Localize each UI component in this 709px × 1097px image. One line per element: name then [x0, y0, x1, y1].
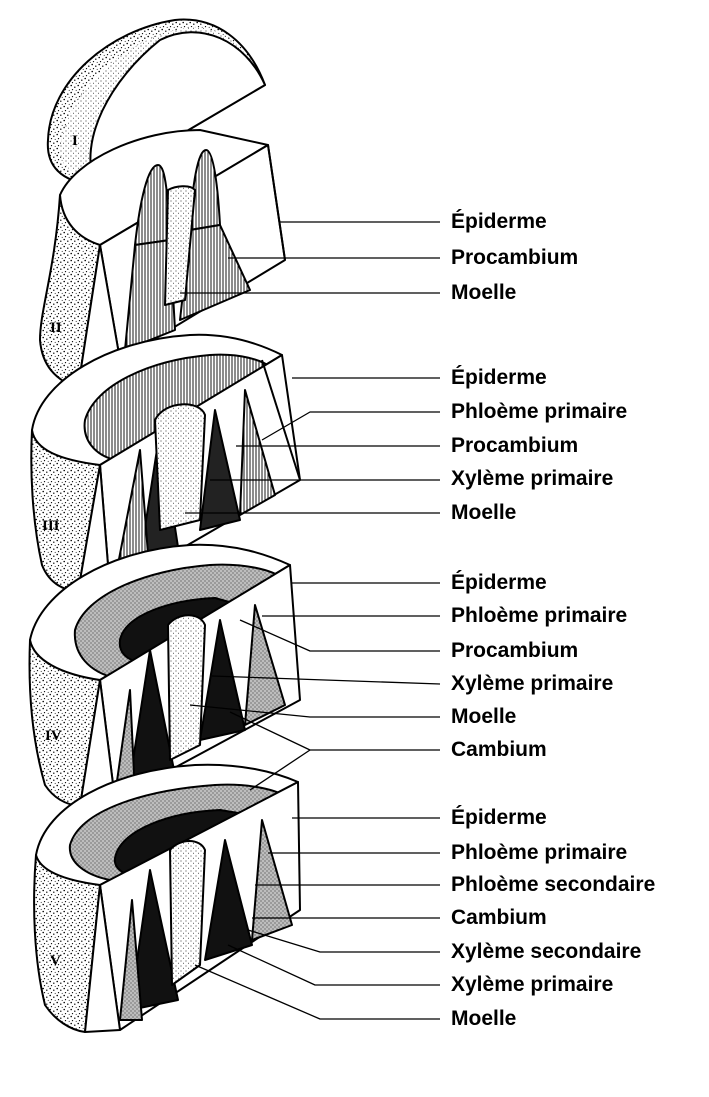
label-epiderme-II: Épiderme — [451, 210, 547, 233]
label-procambium-II: Procambium — [451, 246, 579, 269]
stage-numeral-IV: IV — [45, 728, 62, 744]
stem-blocks: I II — [28, 18, 441, 1033]
label-cambium-IV: Cambium — [451, 738, 547, 761]
stage-numeral-I: I — [72, 133, 78, 149]
block-III: III — [30, 333, 301, 593]
label-moelle-III: Moelle — [451, 501, 517, 524]
label-epiderme-III: Épiderme — [451, 366, 547, 389]
label-phloeme-primaire-III: Phloème primaire — [451, 400, 628, 423]
block-IV: IV — [28, 543, 301, 807]
block-I: I — [46, 18, 266, 186]
label-epiderme-V: Épiderme — [451, 806, 547, 829]
stage-numeral-V: V — [50, 953, 61, 969]
label-procambium-IV: Procambium — [451, 639, 579, 662]
label-xyleme-primaire-III: Xylème primaire — [451, 467, 614, 490]
leader-lines — [180, 221, 441, 1020]
label-phloeme-primaire-IV: Phloème primaire — [451, 604, 628, 627]
stage-numeral-II: II — [50, 320, 62, 336]
label-moelle-IV: Moelle — [451, 705, 517, 728]
label-phloeme-secondaire-V: Phloème secondaire — [451, 873, 656, 896]
label-phloeme-primaire-V: Phloème primaire — [451, 841, 628, 864]
label-cambium-V: Cambium — [451, 906, 547, 929]
block-V: V — [33, 763, 301, 1033]
label-moelle-II: Moelle — [451, 281, 517, 304]
label-xyleme-primaire-IV: Xylème primaire — [451, 672, 614, 695]
label-xyleme-primaire-V: Xylème primaire — [451, 973, 614, 996]
label-procambium-III: Procambium — [451, 434, 579, 457]
stage-numeral-III: III — [42, 518, 60, 534]
label-moelle-V: Moelle — [451, 1007, 517, 1030]
label-xyleme-secondaire-V: Xylème secondaire — [451, 940, 642, 963]
label-epiderme-IV: Épiderme — [451, 571, 547, 594]
